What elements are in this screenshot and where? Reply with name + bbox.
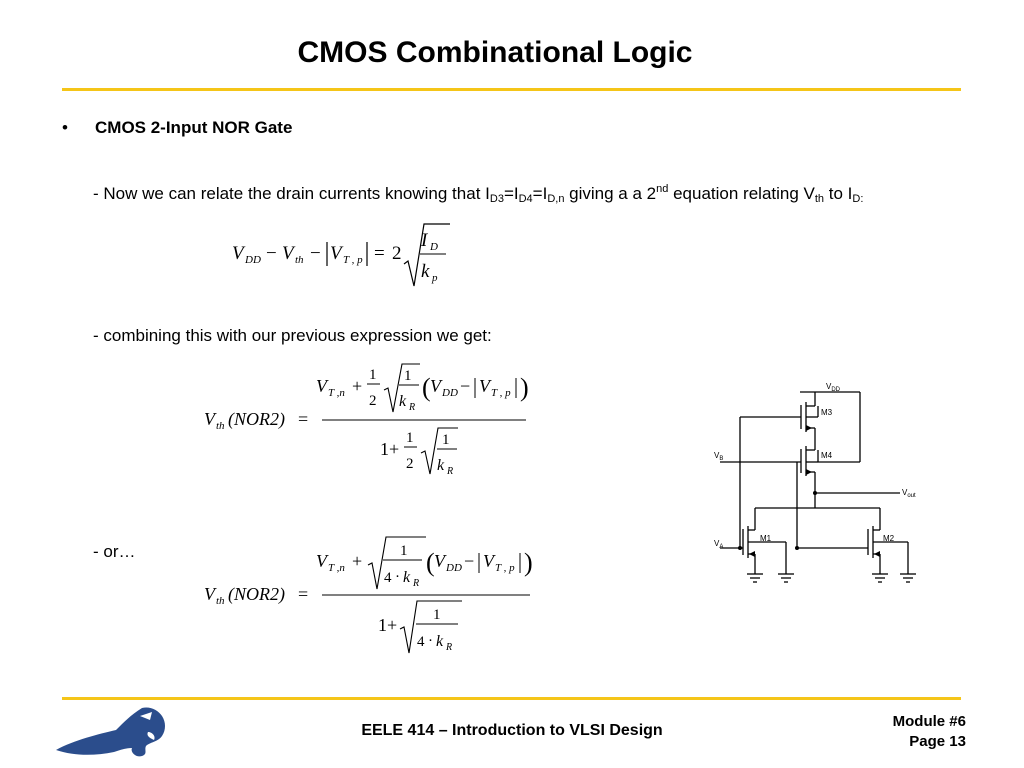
- label-m4: M4: [821, 451, 833, 460]
- svg-text:V: V: [434, 551, 447, 571]
- bobcat-logo-icon: [56, 707, 165, 757]
- svg-text:V: V: [282, 243, 296, 264]
- svg-text:): ): [524, 548, 533, 577]
- svg-text:4: 4: [384, 570, 392, 586]
- label-m1: M1: [760, 534, 772, 543]
- svg-text:1: 1: [433, 607, 441, 623]
- svg-text:T ,n: T ,n: [328, 562, 345, 574]
- equation-vth-nor2: V th (NOR2) = V T ,n + 1 2 1 k R ( V DD …: [204, 363, 529, 477]
- svg-text:V: V: [316, 376, 329, 396]
- svg-text:DD: DD: [441, 387, 458, 399]
- svg-text:k: k: [421, 261, 430, 282]
- text-line-drain-currents: - Now we can relate the drain currents k…: [93, 183, 864, 205]
- svg-text:2: 2: [406, 456, 414, 472]
- svg-text:=: =: [374, 243, 385, 264]
- svg-text:p: p: [431, 272, 438, 284]
- svg-text:R: R: [412, 578, 419, 589]
- svg-text:k: k: [437, 457, 445, 474]
- footer-divider: [62, 697, 961, 700]
- svg-text:V: V: [204, 409, 217, 429]
- svg-text:2: 2: [392, 243, 402, 264]
- svg-text:+: +: [352, 376, 362, 396]
- slide-title: CMOS Combinational Logic: [297, 36, 693, 69]
- label-vb: VB: [714, 451, 723, 462]
- svg-text:−: −: [464, 551, 474, 571]
- label-vout: Vout: [902, 488, 916, 499]
- svg-text:−: −: [310, 243, 321, 264]
- svg-text:DD: DD: [445, 562, 462, 574]
- svg-text:1+: 1+: [378, 615, 397, 635]
- page-number: Page 13: [909, 733, 966, 750]
- svg-text:+: +: [352, 551, 362, 571]
- svg-text:I: I: [420, 230, 429, 251]
- svg-text:th: th: [216, 420, 225, 432]
- module-number: Module #6: [892, 713, 966, 730]
- svg-text:DD: DD: [244, 254, 261, 266]
- svg-text:T ,n: T ,n: [328, 387, 345, 399]
- svg-text:T , p: T , p: [495, 562, 515, 574]
- svg-text:V: V: [430, 376, 443, 396]
- svg-text:V: V: [232, 243, 246, 264]
- svg-text:k: k: [399, 393, 407, 410]
- svg-text:−: −: [460, 376, 470, 396]
- svg-text:(: (: [422, 373, 431, 402]
- svg-text:): ): [520, 373, 529, 402]
- module-page-info: Module #6 Page 13: [893, 712, 966, 752]
- svg-text:1+: 1+: [380, 439, 399, 459]
- svg-text:·: ·: [428, 633, 433, 649]
- svg-text:=: =: [298, 409, 308, 429]
- label-m2: M2: [883, 534, 895, 543]
- svg-text:1: 1: [400, 543, 408, 559]
- svg-text:V: V: [204, 584, 217, 604]
- svg-text:=: =: [298, 584, 308, 604]
- svg-text:(NOR2): (NOR2): [228, 584, 285, 605]
- svg-text:R: R: [446, 466, 453, 477]
- svg-text:R: R: [445, 642, 452, 653]
- svg-text:(: (: [426, 548, 435, 577]
- svg-text:V: V: [483, 551, 496, 571]
- bullet-marker: •: [62, 118, 68, 137]
- svg-text:D: D: [429, 241, 438, 253]
- svg-text:T , p: T , p: [491, 387, 511, 399]
- svg-text:−: −: [266, 243, 277, 264]
- svg-text:1: 1: [369, 367, 377, 383]
- svg-text:1: 1: [406, 430, 414, 446]
- text-line-or: - or…: [93, 542, 136, 561]
- svg-text:T , p: T , p: [343, 254, 363, 266]
- svg-text:1: 1: [442, 432, 450, 448]
- svg-text:V: V: [479, 376, 492, 396]
- bullet-heading: CMOS 2-Input NOR Gate: [95, 118, 293, 137]
- svg-text:k: k: [436, 633, 444, 650]
- nor-gate-schematic: VDD M3 M4 VB Vout VA M1 M2: [714, 382, 916, 583]
- title-divider: [62, 88, 961, 91]
- svg-text:2: 2: [369, 393, 377, 409]
- svg-text:(NOR2): (NOR2): [228, 409, 285, 430]
- svg-text:1: 1: [404, 368, 412, 384]
- course-title: EELE 414 – Introduction to VLSI Design: [361, 722, 663, 739]
- label-va: VA: [714, 539, 723, 550]
- svg-text:k: k: [403, 569, 411, 586]
- svg-text:4: 4: [417, 634, 425, 650]
- equation-vth-nor2-alt: V th (NOR2) = V T ,n + 1 4 · k R ( V DD …: [204, 536, 533, 654]
- svg-text:th: th: [295, 254, 304, 266]
- label-m3: M3: [821, 408, 833, 417]
- svg-text:R: R: [408, 402, 415, 413]
- svg-text:·: ·: [395, 569, 400, 585]
- svg-text:th: th: [216, 595, 225, 607]
- label-vdd: VDD: [826, 382, 841, 393]
- text-line-combining: - combining this with our previous expre…: [93, 326, 492, 345]
- svg-text:V: V: [316, 551, 329, 571]
- equation-drain-current: V DD − V th − V T , p = 2 I D k p: [232, 223, 450, 287]
- svg-text:V: V: [330, 243, 344, 264]
